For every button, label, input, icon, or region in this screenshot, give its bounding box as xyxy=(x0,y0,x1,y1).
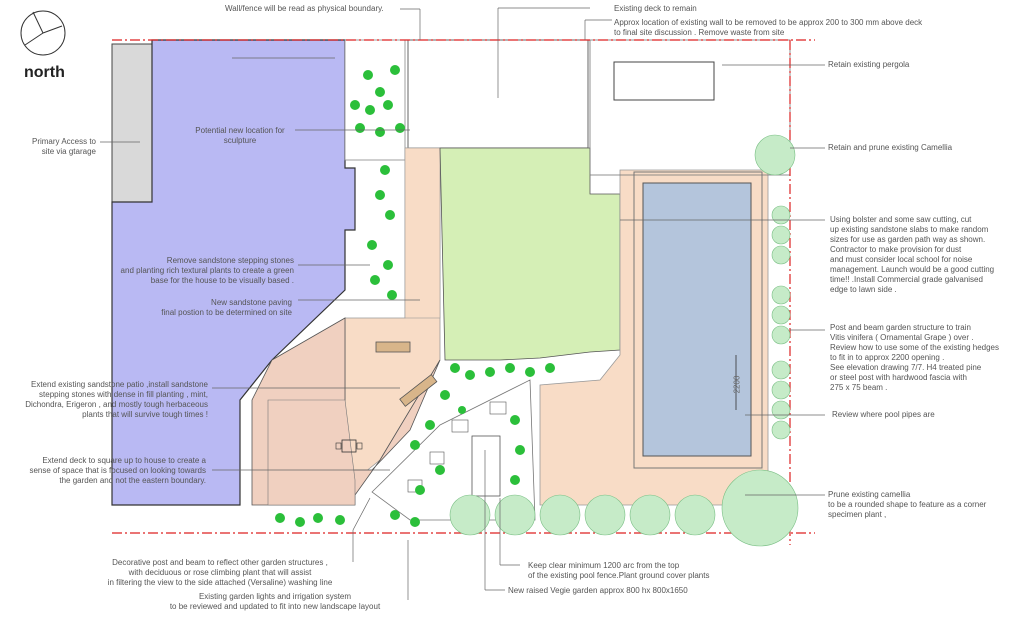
post-beam-line: Vitis vinifera ( Ornamental Grape ) over… xyxy=(830,333,974,342)
garden-lights-label: Existing garden lights and irrigation sy… xyxy=(150,592,400,612)
wall-boundary-label: Wall/fence will be read as physical boun… xyxy=(225,4,384,13)
vegie-bed xyxy=(471,435,501,497)
pool-pipes-label: Review where pool pipes are xyxy=(832,410,935,419)
primary-access-line: site via gtarage xyxy=(41,147,96,156)
wall-strip xyxy=(344,39,406,161)
hedge-shrubs xyxy=(449,134,799,547)
remove-stones-line: base for the house to be visually based … xyxy=(150,276,294,285)
extend-deck-label: Extend deck to square up to house to cre… xyxy=(8,456,206,486)
pool-dimension: 2200 xyxy=(732,375,742,394)
sandstone-slabs-line: Using bolster and some saw cutting, cut xyxy=(830,215,972,224)
decorative-post-line: with deciduous or rose climbing plant th… xyxy=(128,568,312,577)
primary-access-line: Primary Access to xyxy=(31,137,96,146)
lawn-area xyxy=(439,147,621,361)
prune-camellia-label: Prune existing camellia to be a rounded … xyxy=(828,490,986,520)
approx-wall-label: Approx location of existing wall to be r… xyxy=(614,18,922,38)
extend-patio-line: stepping stones with dense in fill plant… xyxy=(39,390,208,399)
sandstone-slabs-line: time!! .Install Commercial grade galvani… xyxy=(830,275,983,284)
prune-camellia-line: to be a rounded shape to feature as a co… xyxy=(828,500,987,509)
planting-clusters xyxy=(275,65,555,527)
extend-deck-line: sense of space that is focused on lookin… xyxy=(29,466,206,475)
decorative-post-line: Decorative post and beam to reflect othe… xyxy=(112,558,328,567)
prune-camellia-line: specimen plant , xyxy=(828,510,887,519)
approx-wall-line: Approx location of existing wall to be r… xyxy=(614,18,923,27)
post-beam-line: Post and beam garden structure to train xyxy=(830,323,971,332)
vegie-path xyxy=(371,379,536,521)
swimming-pool xyxy=(642,182,752,457)
extend-deck-line: Extend deck to square up to house to cre… xyxy=(42,456,206,465)
retain-pergola-label: Retain existing pergola xyxy=(828,60,910,69)
house-area xyxy=(111,39,356,506)
extend-patio-line: Extend existing sandstone patio ,install… xyxy=(30,380,208,389)
north-compass-icon xyxy=(20,10,66,56)
sandstone-slabs-line: Contractor to make provision for dust xyxy=(830,245,962,254)
sculpture-line: Potential new location for xyxy=(195,126,285,135)
sculpture-line: sculpture xyxy=(223,136,257,145)
vegie-garden-label: New raised Vegie garden approx 800 hx 80… xyxy=(508,586,688,595)
retain-camellia-label: Retain and prune existing Camellia xyxy=(828,143,953,152)
post-beam-line: or steel post with hardwood fascia with xyxy=(830,373,967,382)
extend-patio-label: Extend existing sandstone patio ,install… xyxy=(4,380,208,420)
keep-clear-label: Keep clear minimum 1200 arc from the top… xyxy=(528,561,709,581)
garden-lights-line: to be reviewed and updated to fit into n… xyxy=(169,602,381,611)
extend-deck-line: the garden and not the eastern boundary. xyxy=(59,476,206,485)
remove-stones-label: Remove sandstone stepping stones and pla… xyxy=(96,256,294,286)
sandstone-slabs-line: edge to lawn side . xyxy=(830,285,897,294)
extend-patio-line: plants that will survive tough times ! xyxy=(82,410,208,419)
table-chairs-icon xyxy=(335,439,363,453)
remove-stones-line: Remove sandstone stepping stones xyxy=(166,256,294,265)
stepping-stone xyxy=(451,419,469,433)
deck-main xyxy=(267,399,356,506)
keep-clear-line: Keep clear minimum 1200 arc from the top xyxy=(528,561,680,570)
post-beam-line: 275 x 75 beam . xyxy=(830,383,888,392)
sandstone-slabs-label: Using bolster and some saw cutting, cut … xyxy=(830,215,994,295)
post-beam-line: Review how to use some of the existing h… xyxy=(830,343,999,352)
bench xyxy=(375,341,411,353)
prune-camellia-line: Prune existing camellia xyxy=(828,490,911,499)
garage-area xyxy=(111,43,153,203)
sculpture-label: Potential new location for sculpture xyxy=(180,126,300,146)
garden-lights-line: Existing garden lights and irrigation sy… xyxy=(198,592,352,601)
new-paving-line: New sandstone paving xyxy=(211,298,292,307)
new-paving-line: final postion to be determined on site xyxy=(161,308,292,317)
leader-lines xyxy=(100,7,825,600)
sandstone-slabs-line: sizes for use as garden path way as show… xyxy=(830,235,986,244)
post-beam-line: to fit in to approx 2200 opening . xyxy=(830,353,945,362)
sandstone-slabs-line: up existing sandstone slabs to make rand… xyxy=(830,225,989,234)
remove-stones-line: and planting rich textural plants to cre… xyxy=(120,266,294,275)
existing-deck-label: Existing deck to remain xyxy=(614,4,697,13)
sandstone-slabs-line: management. Launch would be a good cutti… xyxy=(830,265,995,274)
decorative-post-line: in filtering the view to the side attach… xyxy=(107,578,333,587)
stepping-stone xyxy=(429,451,445,465)
new-paving-label: New sandstone paving final postion to be… xyxy=(140,298,292,318)
stepping-stone xyxy=(489,401,507,415)
decorative-post-label: Decorative post and beam to reflect othe… xyxy=(90,558,350,588)
north-label: north xyxy=(24,64,65,81)
bench-diagonal xyxy=(399,373,438,407)
paving-strip xyxy=(404,147,441,319)
approx-wall-line: to final site discussion . Remove waste … xyxy=(614,28,785,37)
post-beam-line: See elevation drawing 7/7. H4 treated pi… xyxy=(830,363,982,372)
sandstone-slabs-line: and must consider local school for noise xyxy=(830,255,973,264)
primary-access-label: Primary Access to site via gtarage xyxy=(10,137,96,157)
extend-patio-line: Dichondra, Erigeron , and mostly tough h… xyxy=(25,400,208,409)
pergola xyxy=(613,61,715,101)
keep-clear-line: of the existing pool fence.Plant ground … xyxy=(528,571,710,580)
post-beam-label: Post and beam garden structure to train … xyxy=(830,323,999,393)
